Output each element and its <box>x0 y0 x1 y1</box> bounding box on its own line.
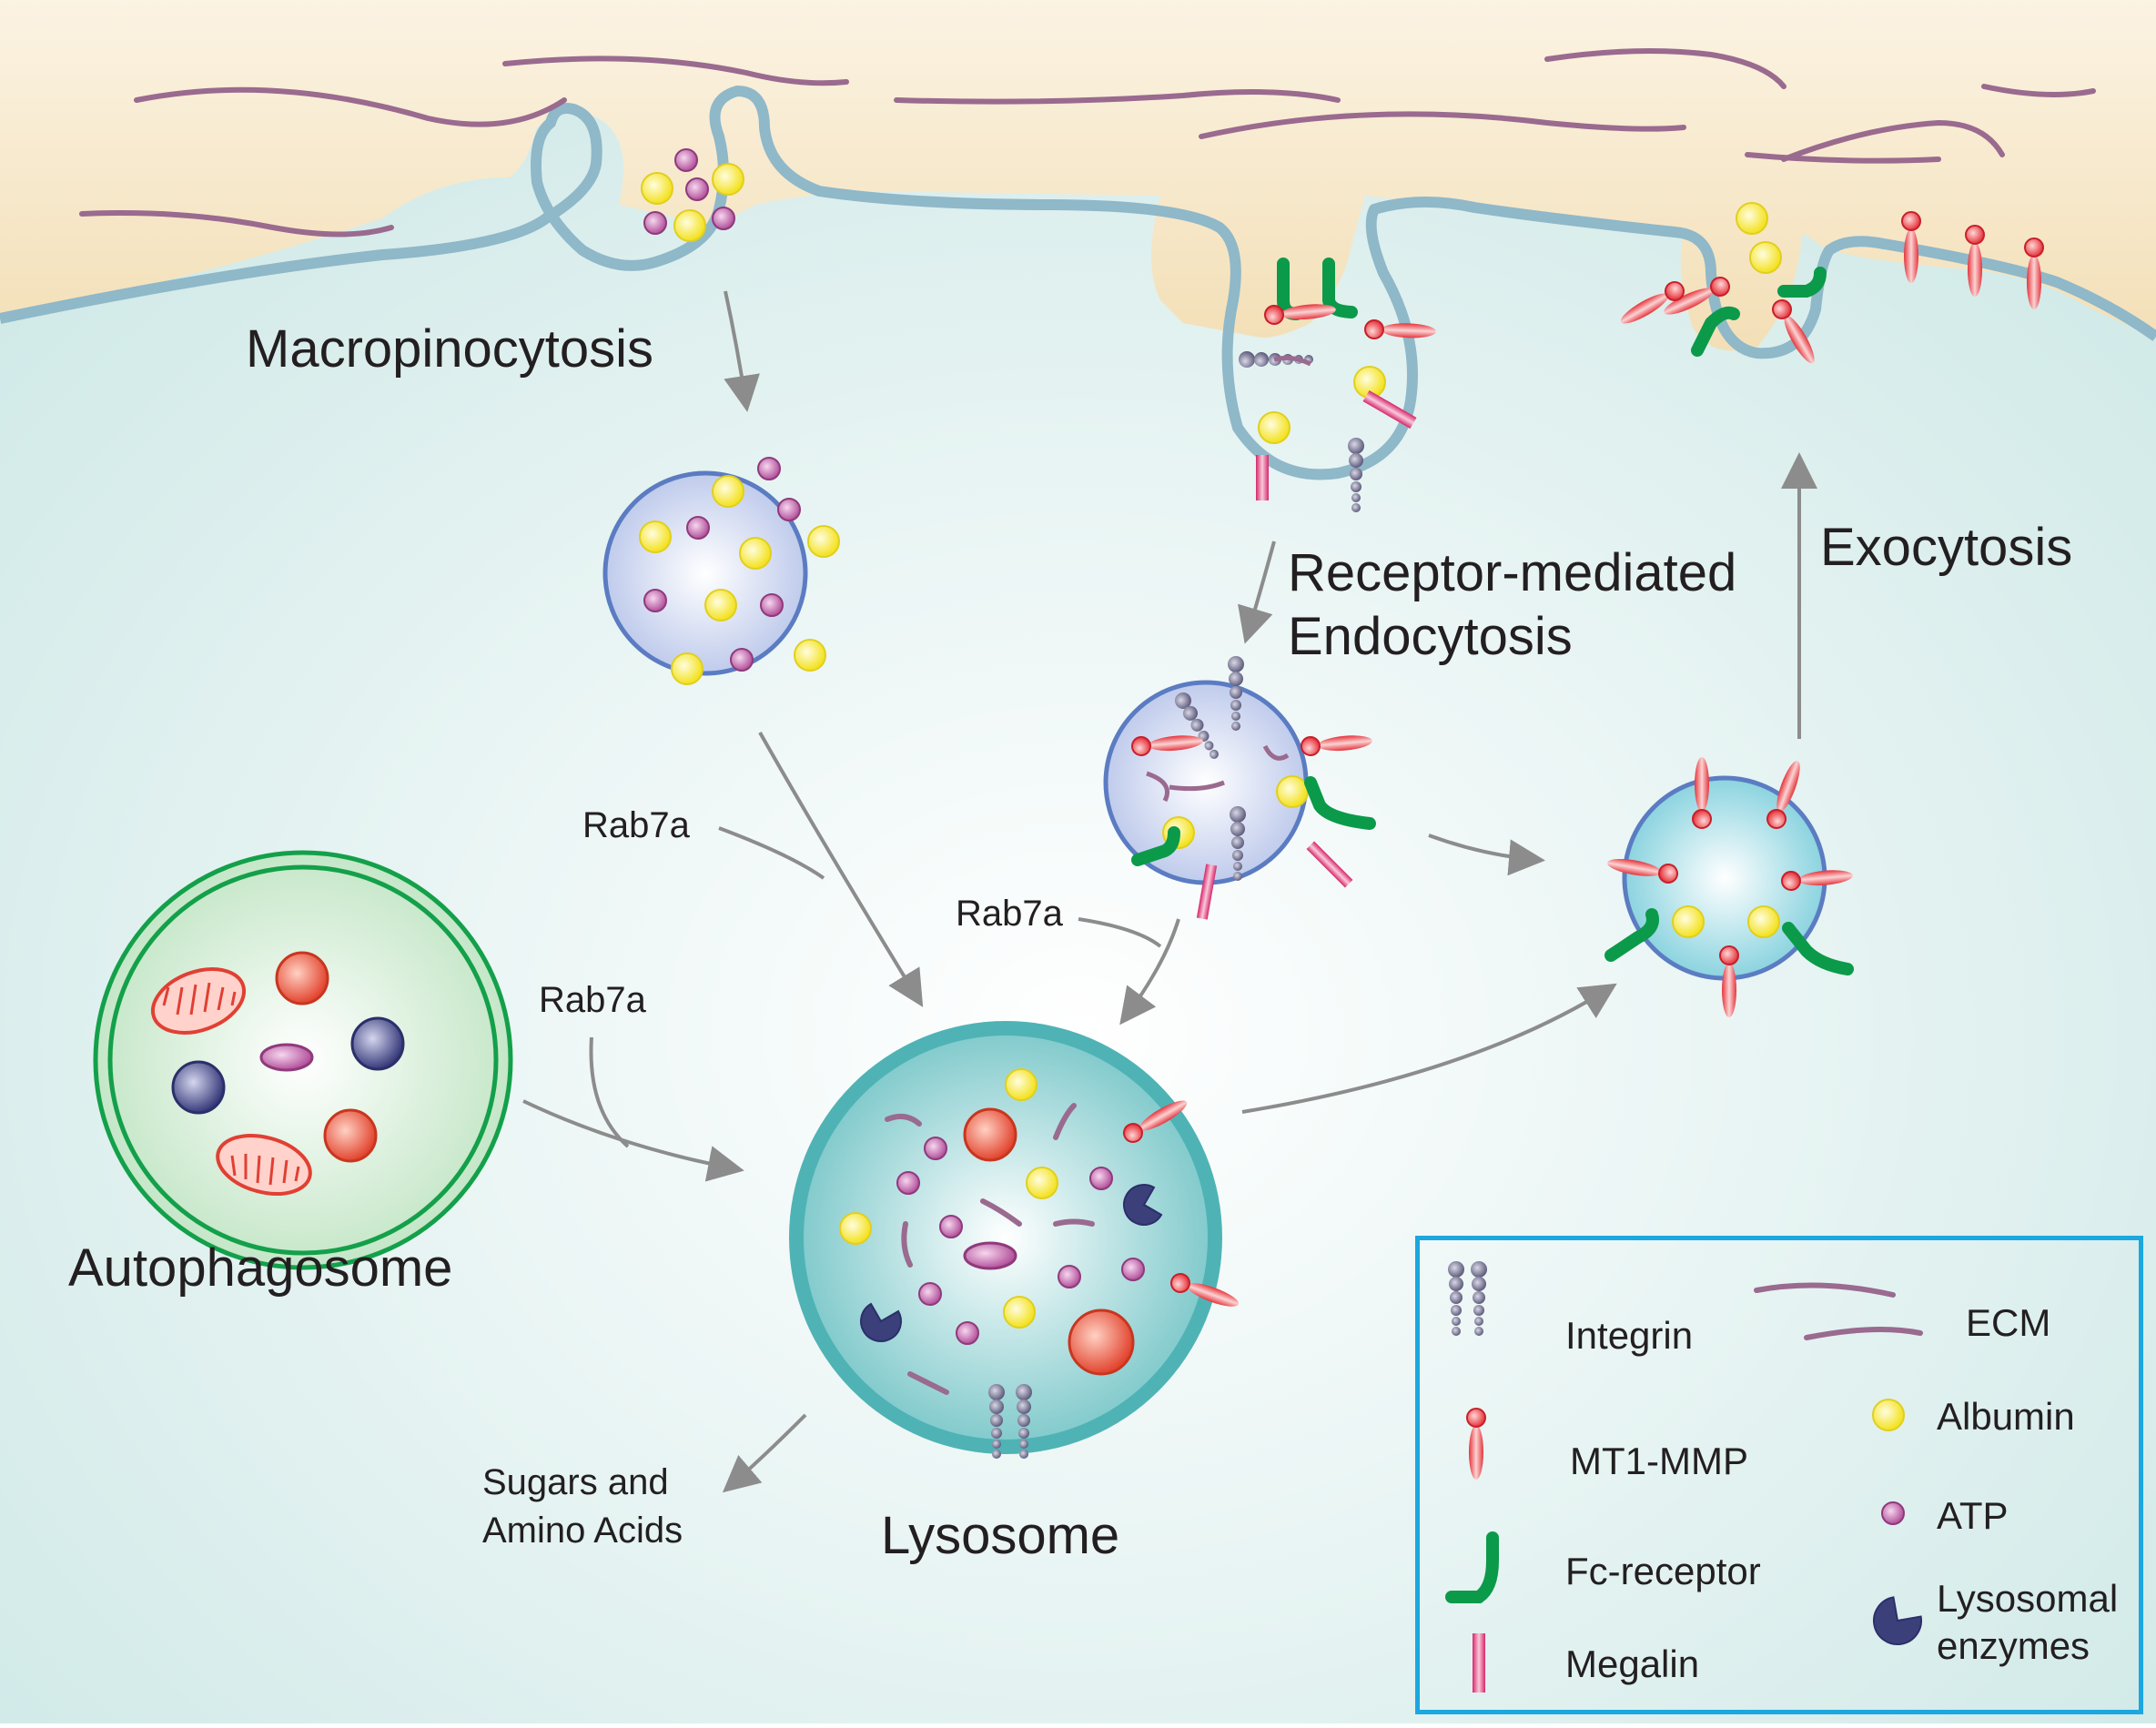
label-macropinocytosis: Macropinocytosis <box>246 319 654 379</box>
label-rab7a-endosome: Rab7a <box>956 894 1063 934</box>
legend-megalin: Megalin <box>1565 1642 1700 1685</box>
legend-icons <box>1445 1261 1923 1693</box>
legend-mt1mmp: MT1-MMP <box>1570 1440 1748 1482</box>
receptor-pit-contents <box>1239 258 1438 512</box>
exocytosis-pit <box>1615 202 2044 369</box>
legend-lysosomal: Lysosomal <box>1937 1577 2119 1620</box>
legend-albumin: Albumin <box>1937 1395 2075 1438</box>
legend-enzymes: enzymes <box>1937 1624 2090 1667</box>
exocytic-vesicle <box>1604 756 1855 1018</box>
lysosome <box>789 1021 1243 1459</box>
label-lysosome: Lysosome <box>881 1506 1120 1565</box>
label-amino-acids: Amino Acids <box>482 1511 683 1551</box>
label-endocytosis: Endocytosis <box>1288 607 1573 666</box>
label-exocytosis: Exocytosis <box>1820 518 2073 577</box>
macropinosome <box>602 457 840 685</box>
label-sugars: Sugars and <box>482 1462 669 1502</box>
legend-box <box>1415 1236 2143 1714</box>
label-autophagosome: Autophagosome <box>68 1238 453 1298</box>
legend-fc-receptor: Fc-receptor <box>1565 1550 1761 1592</box>
legend-ecm: ECM <box>1966 1301 2051 1344</box>
label-rab7a-autophagosome: Rab7a <box>539 980 646 1020</box>
legend-integrin: Integrin <box>1565 1314 1694 1357</box>
legend-atp: ATP <box>1937 1494 2009 1537</box>
ecm-fibers <box>79 48 2096 237</box>
plasma-membrane <box>0 86 2156 480</box>
pathway-arrows <box>522 290 1817 1493</box>
extracellular-space <box>0 0 2156 351</box>
label-receptor-mediated: Receptor-mediated <box>1288 543 1737 602</box>
endosome <box>1103 656 1376 920</box>
autophagosome <box>93 850 513 1270</box>
label-rab7a-macropinosome: Rab7a <box>582 805 690 845</box>
